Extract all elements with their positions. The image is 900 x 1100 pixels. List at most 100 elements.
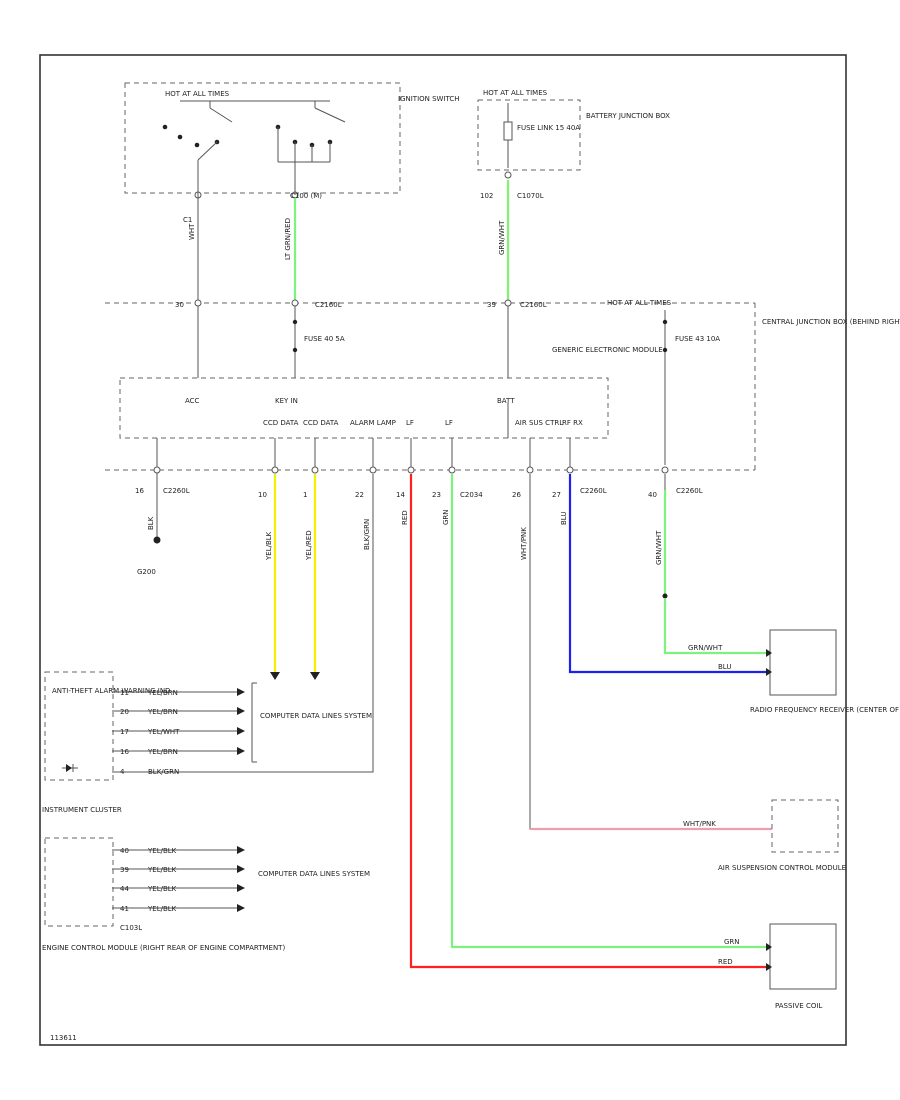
wire-label-grn-wht-battery: GRN/WHT — [498, 220, 506, 255]
air-suspension-module: WHT/PNK AIR SUSPENSION CONTROL MODULE — [683, 799, 846, 872]
svg-text:4: 4 — [120, 768, 125, 776]
computer-data-lines-2: COMPUTER DATA LINES SYSTEM — [258, 870, 370, 878]
svg-text:27: 27 — [552, 491, 561, 499]
conn-label-1: C2260L — [163, 487, 190, 495]
wire-blk-grn — [112, 474, 374, 773]
svg-text:1: 1 — [303, 491, 307, 499]
switch-blade — [314, 107, 346, 123]
ecm-conn: C103L — [120, 924, 142, 932]
svg-text:ALARM LAMP: ALARM LAMP — [350, 419, 396, 427]
ecm-label: ENGINE CONTROL MODULE (RIGHT REAR OF ENG… — [42, 944, 285, 952]
svg-text:YEL/BRN: YEL/BRN — [147, 708, 178, 716]
svg-text:YEL/RED: YEL/RED — [305, 530, 313, 561]
svg-text:YEL/WHT: YEL/WHT — [147, 728, 180, 736]
svg-text:23: 23 — [432, 491, 441, 499]
instrument-cluster-outline — [44, 671, 114, 781]
svg-text:WHT/PNK: WHT/PNK — [683, 820, 716, 828]
footer-code: 113611 — [50, 1034, 77, 1042]
anti-theft-label: ANTI-THEFT ALARM WARNING IND — [52, 687, 170, 695]
gem-label: GENERIC ELECTRONIC MODULE — [552, 346, 663, 354]
switch-blade — [209, 107, 233, 123]
ecm-outline — [44, 837, 114, 927]
ignition-switch-box — [124, 82, 401, 194]
gem-pin-key-in: KEY IN — [275, 397, 298, 405]
svg-text:YEL/BLK: YEL/BLK — [265, 531, 273, 561]
battery-hot-label: HOT AT ALL TIMES — [483, 89, 548, 97]
instrument-cluster: ANTI-THEFT ALARM WARNING IND 11 20 17 16… — [42, 671, 372, 814]
wire-label-wht: WHT — [188, 223, 196, 240]
svg-text:41: 41 — [120, 905, 129, 913]
svg-text:BLK/GRN: BLK/GRN — [148, 768, 179, 776]
passive-coil: GRN RED PASSIVE COIL — [718, 923, 837, 1010]
diagram-frame — [39, 54, 847, 1046]
svg-text:10: 10 — [258, 491, 267, 499]
gem-outline — [119, 377, 609, 439]
svg-text:17: 17 — [120, 728, 129, 736]
computer-data-lines-1: COMPUTER DATA LINES SYSTEM — [260, 712, 372, 720]
air-suspension-label: AIR SUSPENSION CONTROL MODULE — [718, 864, 846, 872]
svg-text:GRN: GRN — [442, 509, 450, 525]
cjb-label: CENTRAL JUNCTION BOX (BEHIND RIGHT SIDE … — [762, 318, 900, 326]
wire-blu — [568, 474, 766, 674]
svg-text:YEL/BLK: YEL/BLK — [147, 885, 177, 893]
central-junction-box: 30 C2160L 39 C2160L HOT AT ALL TIMES CEN… — [105, 299, 900, 471]
cjb-left-pin: 30 — [175, 301, 184, 309]
ground-label: G200 — [137, 568, 156, 576]
fuse-40-label: FUSE 40 5A — [304, 335, 345, 343]
gem-pin-acc: ACC — [185, 397, 200, 405]
ignition-hot-label: HOT AT ALL TIMES — [165, 90, 230, 98]
pin-16: 16 — [135, 487, 144, 495]
conn-label-3: C2260L — [580, 487, 607, 495]
svg-text:RED: RED — [718, 958, 733, 966]
svg-text:WHT/PNK: WHT/PNK — [520, 527, 528, 560]
svg-text:39: 39 — [120, 866, 129, 874]
generic-electronic-module: GENERIC ELECTRONIC MODULE ACC KEY IN BAT… — [119, 346, 663, 439]
wire-grn — [450, 474, 766, 949]
cjb-left-conn: C2160L — [315, 301, 342, 309]
svg-text:CCD DATA: CCD DATA — [303, 419, 339, 427]
svg-text:44: 44 — [120, 885, 129, 893]
battery-pin: 102 — [480, 192, 493, 200]
svg-text:BLU: BLU — [560, 512, 568, 525]
svg-text:16: 16 — [120, 748, 129, 756]
battery-junction-outline — [477, 99, 581, 171]
svg-text:YEL/BRN: YEL/BRN — [147, 748, 178, 756]
bottom-connector: 16 C2260L 10 1 22 14 23 C2034 26 27 C226… — [112, 438, 772, 969]
rf-receiver-label: RADIO FREQUENCY RECEIVER (CENTER OF HEAD… — [750, 706, 900, 714]
svg-text:BLK/GRN: BLK/GRN — [363, 519, 371, 550]
svg-text:AIR SUS CTRL: AIR SUS CTRL — [515, 419, 563, 427]
svg-text:22: 22 — [355, 491, 364, 499]
battery-junction-box: HOT AT ALL TIMES FUSE LINK 15 40A BATTER… — [477, 89, 670, 300]
gem-pin-batt: BATT — [497, 397, 515, 405]
passive-coil-label: PASSIVE COIL — [775, 1002, 822, 1010]
svg-text:LF: LF — [445, 419, 453, 427]
conn-label-4: C2260L — [676, 487, 703, 495]
svg-text:GRN: GRN — [724, 938, 740, 946]
fuse-link — [503, 121, 513, 141]
svg-text:LF: LF — [406, 419, 414, 427]
ignition-conn-label: C100 (M) — [290, 192, 322, 200]
fuse-43-label: FUSE 43 10A — [675, 335, 720, 343]
wire-label-lt-grn-red: LT GRN/RED — [284, 218, 292, 260]
svg-text:RF RX: RF RX — [562, 419, 583, 427]
svg-text:GRN/WHT: GRN/WHT — [688, 644, 723, 652]
svg-text:RED: RED — [401, 510, 409, 525]
conn-label-2: C2034 — [460, 491, 483, 499]
battery-conn: C1070L — [517, 192, 544, 200]
svg-text:11: 11 — [120, 689, 129, 697]
wire-grn-wht — [663, 598, 766, 655]
svg-text:26: 26 — [512, 491, 521, 499]
svg-text:GRN/WHT: GRN/WHT — [655, 530, 663, 565]
svg-text:40: 40 — [120, 847, 129, 855]
cjb-mid-conn: C2160L — [520, 301, 547, 309]
svg-text:YEL/BLK: YEL/BLK — [147, 847, 177, 855]
svg-text:BLK: BLK — [147, 516, 155, 530]
svg-text:40: 40 — [648, 491, 657, 499]
cjb-mid-pin: 39 — [487, 301, 496, 309]
battery-junction-label: BATTERY JUNCTION BOX — [586, 112, 670, 120]
rf-receiver: GRN/WHT BLU RADIO FREQUENCY RECEIVER (CE… — [688, 629, 900, 714]
instrument-cluster-label: INSTRUMENT CLUSTER — [42, 806, 122, 814]
svg-text:YEL/BLK: YEL/BLK — [147, 866, 177, 874]
svg-text:YEL/BLK: YEL/BLK — [147, 905, 177, 913]
